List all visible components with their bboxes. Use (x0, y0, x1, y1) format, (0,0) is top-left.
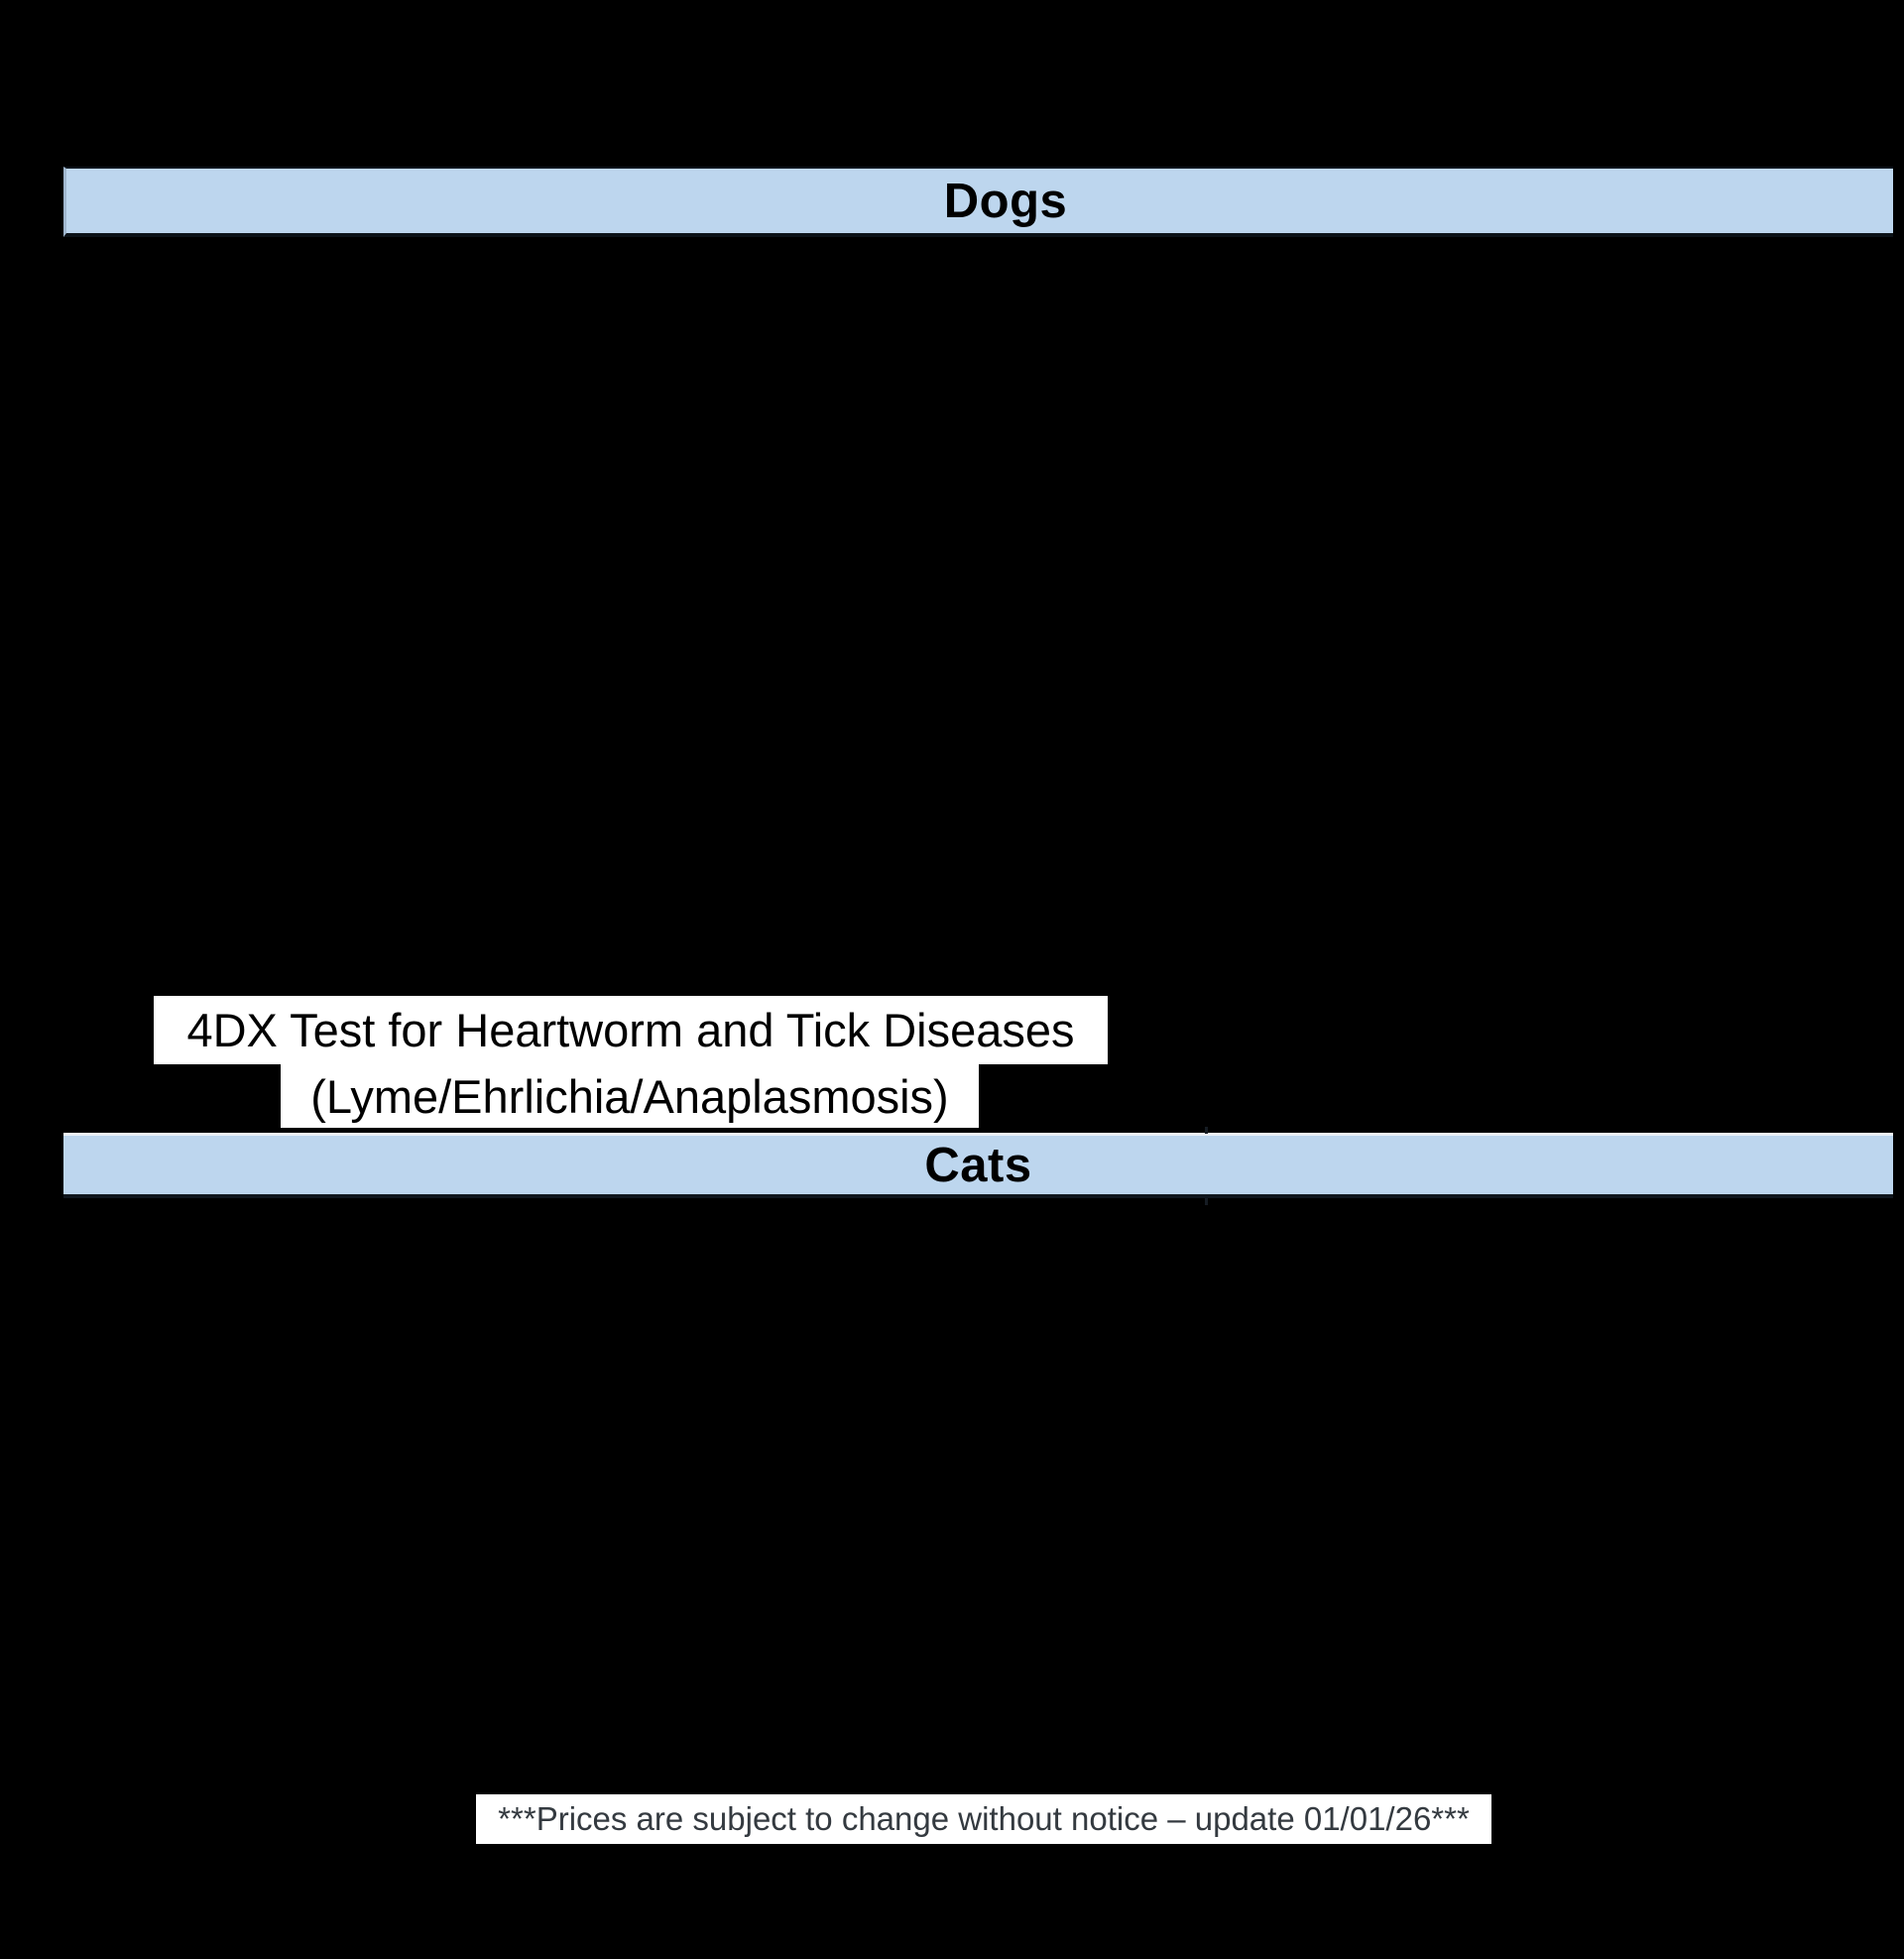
table-column-divider-bottom (1205, 1198, 1208, 1205)
fourdx-note-line-2-text: (Lyme/Ehrlichia/Anaplasmosis) (310, 1069, 949, 1123)
dogs-section-header: Dogs (63, 167, 1893, 237)
price-change-notice: ***Prices are subject to change without … (476, 1794, 1491, 1844)
fourdx-note-line-1: 4DX Test for Heartworm and Tick Diseases (154, 996, 1108, 1064)
dogs-section-label: Dogs (943, 174, 1068, 228)
table-column-divider-top (1205, 1127, 1208, 1134)
price-change-notice-text: ***Prices are subject to change without … (498, 1800, 1470, 1837)
fourdx-note-line-2: (Lyme/Ehrlichia/Anaplasmosis) (281, 1064, 979, 1128)
fourdx-note-line-1-text: 4DX Test for Heartworm and Tick Diseases (186, 1004, 1075, 1056)
cats-section-label: Cats (924, 1138, 1032, 1192)
cats-section-header: Cats (63, 1133, 1893, 1198)
